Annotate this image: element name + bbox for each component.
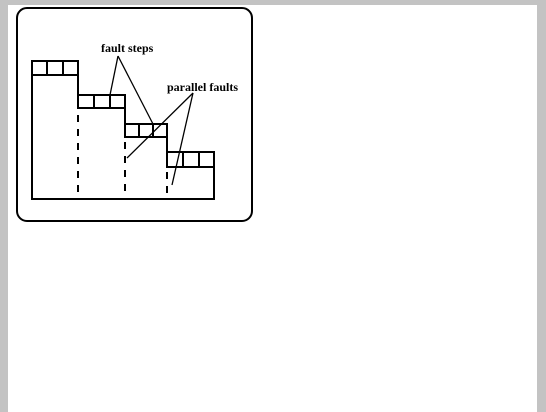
pointer-fault-3 (171, 92, 194, 186)
fault-lines (77, 115, 168, 199)
top-border (0, 0, 546, 5)
stratum-step-4 (166, 151, 215, 168)
pointer-fault-step-3 (117, 55, 154, 125)
pointer-fault-step-2 (109, 55, 119, 96)
stratum-step-1 (31, 60, 79, 76)
label-parallel-faults: parallel faults (167, 80, 238, 94)
pointer-fault-2 (126, 92, 194, 159)
strata-layers (31, 60, 215, 168)
right-border (537, 0, 546, 412)
stratum-step-3 (124, 123, 168, 138)
figure-border (16, 7, 253, 222)
stratum-step-2 (77, 94, 126, 109)
label-fault-steps: fault steps (101, 41, 154, 55)
label-pointers (109, 55, 194, 186)
